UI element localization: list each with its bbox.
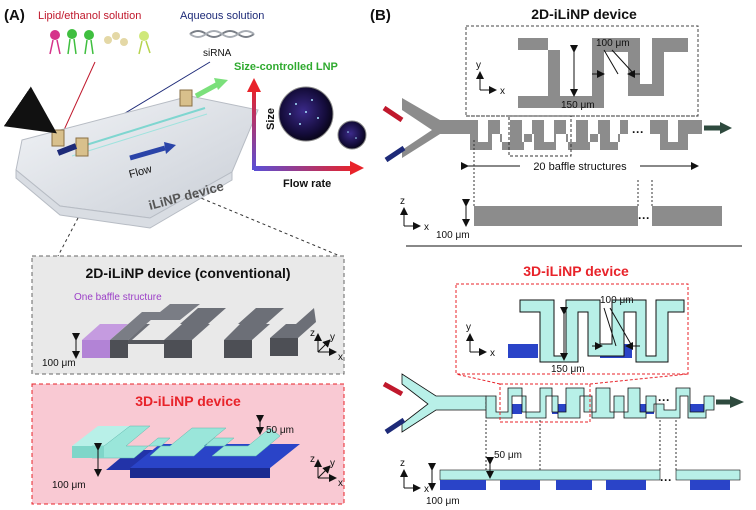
2d-baffles-label-bg — [520, 158, 640, 174]
lipid-molecules-icon — [49, 29, 151, 55]
3d-channel-illustration — [72, 425, 300, 478]
small-lnp-icon — [337, 120, 367, 150]
3d-inset-axis-y: y — [466, 322, 471, 333]
3d-section-title: 3D-iLiNP device — [523, 263, 629, 279]
3d-side-axis-z: z — [400, 458, 405, 469]
2d-side-axis-x: x — [424, 222, 429, 233]
3d-channel-strip — [401, 373, 715, 433]
3d-inlet-blue-arrow-icon — [384, 417, 406, 435]
3d-zoom-leader-left — [455, 373, 501, 385]
conv-axis-x: x — [338, 352, 343, 363]
3d-inset-width-bottom: 150 μm — [551, 364, 585, 375]
3d-strip-dots: ··· — [658, 393, 670, 407]
inlet-arrows-icon — [3, 86, 78, 156]
2d-channel-strip — [402, 98, 702, 158]
outlet-arrow-head-icon — [214, 78, 228, 90]
3d-inset-blue-1 — [508, 344, 538, 358]
3d-side-view — [439, 469, 741, 490]
sirna-label: siRNA — [203, 48, 232, 59]
conv-axis-y: y — [330, 332, 335, 343]
flowrate-axis-label: Flow rate — [283, 178, 331, 190]
2d-side-height-label: 100 μm — [436, 230, 470, 241]
2d-side-view-right — [652, 206, 722, 226]
2d-inlet-blue-arrow-icon — [384, 145, 406, 163]
panel-b-label: (B) — [370, 7, 391, 24]
size-axis-arrow-icon — [247, 78, 261, 92]
3d-axes-icon — [314, 459, 337, 482]
2d-outlet-arrow-head-icon — [720, 122, 732, 134]
3d-axis-x: x — [338, 478, 343, 489]
3d-side-axis-x: x — [424, 484, 429, 495]
3d-axis-z: z — [310, 454, 315, 465]
2d-inset-width-bottom: 150 μm — [561, 100, 595, 111]
flow-arrow-head-icon — [164, 142, 176, 154]
2d-strip-zoom-box — [508, 115, 572, 157]
3d-inset-axis-x: x — [490, 348, 495, 359]
2d-strip-dots: ··· — [632, 125, 644, 139]
3d-inset-leader-b — [609, 307, 633, 347]
2d-device-title: 2D-iLiNP device — [531, 6, 637, 22]
3d-inset-channel — [519, 299, 685, 363]
lnp-speckle-icon — [289, 99, 357, 139]
size-axis-bar — [252, 88, 256, 170]
flow-arrow-icon — [129, 145, 166, 161]
conv-axis-z: z — [310, 328, 315, 339]
2d-side-view-left — [474, 206, 638, 226]
3d-outlet-arrow-head-icon — [730, 396, 744, 408]
2d-inset-leader-b — [611, 49, 635, 75]
2d-side-axis-z: z — [400, 196, 405, 207]
3d-inset-axes-icon — [466, 333, 487, 356]
baffle-label: One baffle structure — [74, 292, 162, 303]
2d-side-axes-icon — [400, 207, 421, 230]
2d-inset-axis-y: y — [476, 60, 481, 71]
aqueous-label: Aqueous solution — [180, 10, 264, 22]
3d-offset-label: 50 μm — [266, 425, 294, 436]
2d-side-dots: ··· — [638, 211, 650, 225]
3d-height-label: 100 μm — [52, 480, 86, 491]
lnp-label: Size-controlled LNP — [234, 61, 338, 73]
lipid-connector-line — [63, 61, 96, 131]
3d-side-axes-icon — [400, 469, 421, 492]
ilinp-device-illustration — [15, 89, 259, 229]
panel-a-label: (A) — [4, 7, 25, 24]
large-lnp-icon — [278, 86, 334, 142]
3d-axis-y: y — [330, 458, 335, 469]
3d-zoom-leader-right — [589, 373, 689, 385]
lipid-label: Lipid/ethanol solution — [38, 10, 141, 22]
conv-height-label: 100 μm — [42, 358, 76, 369]
2d-baffles-label: 20 baffle structures — [533, 161, 627, 173]
flowrate-axis-arrow-icon — [350, 161, 364, 175]
callout-line-right — [195, 195, 341, 257]
size-axis-label: Size — [265, 108, 277, 130]
sirna-helix-icon — [189, 30, 255, 38]
2d-inset-axes-icon — [476, 71, 497, 94]
flowrate-axis-bar — [254, 166, 354, 171]
2d-inset-axis-x: x — [500, 86, 505, 97]
callout-line-left — [57, 217, 79, 257]
3d-device-title: 3D-iLiNP device — [135, 393, 241, 409]
2d-inset-channel-cap — [518, 38, 548, 50]
2d-inset-width-top: 100 μm — [596, 38, 630, 49]
3d-inlet-red-arrow-icon — [382, 381, 404, 397]
3d-inset-width-top: 100 μm — [600, 295, 634, 306]
3d-strip-zoom-box — [499, 383, 591, 423]
outlet-arrow-icon — [194, 81, 220, 99]
2d-inset-leader-a — [603, 49, 619, 75]
3d-side-dots: ··· — [660, 473, 672, 487]
3d-side-offset-label: 50 μm — [494, 450, 522, 461]
3d-side-height-label: 100 μm — [426, 496, 460, 507]
2d-inlet-red-arrow-icon — [382, 105, 404, 123]
conventional-title: 2D-iLiNP device (conventional) — [85, 265, 290, 281]
3d-inset-leader-a — [603, 307, 617, 347]
flow-label: Flow — [128, 163, 154, 181]
conv-axes-icon — [314, 333, 337, 356]
conventional-channel-3d — [82, 304, 316, 358]
